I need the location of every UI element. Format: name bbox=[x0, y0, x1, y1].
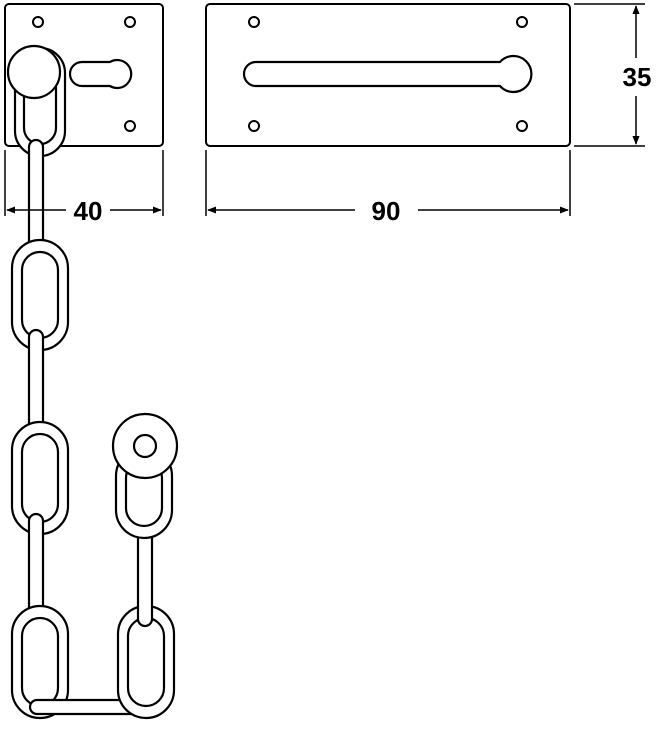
track-screw-hole bbox=[516, 120, 528, 132]
keyhole-slot bbox=[68, 58, 133, 90]
track-screw-hole bbox=[516, 16, 528, 28]
plate-screw-hole bbox=[124, 16, 136, 28]
chain bbox=[6, 44, 179, 720]
plate-screw-hole bbox=[124, 120, 136, 132]
track-screw-hole bbox=[248, 120, 260, 132]
chain-anchor-knob bbox=[6, 44, 62, 100]
track-screw-hole bbox=[248, 16, 260, 28]
slide-slot bbox=[242, 54, 533, 94]
chain-slide-knob-center bbox=[132, 433, 158, 459]
slide-track-plate bbox=[205, 3, 571, 147]
length-dimension-label: 90 bbox=[372, 196, 401, 226]
plate-screw-hole bbox=[32, 16, 44, 28]
dimension-lines bbox=[4, 3, 645, 216]
height-dimension-label: 35 bbox=[623, 62, 652, 92]
width-dimension-label: 40 bbox=[74, 196, 103, 226]
